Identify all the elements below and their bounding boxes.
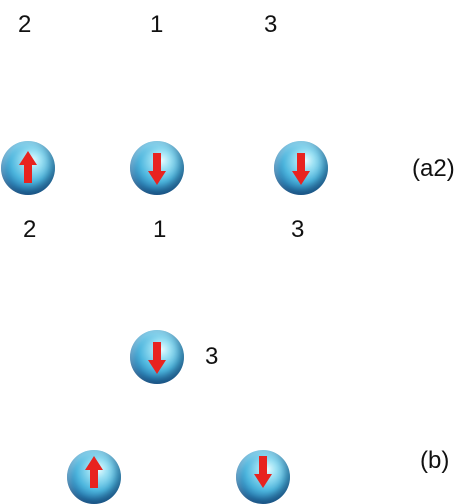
- panel-label-a2: (a2): [412, 155, 455, 182]
- site-label-2: 2: [23, 216, 37, 243]
- spin-sphere-b-right: [236, 450, 290, 504]
- site-label-2-top: 2: [18, 11, 32, 38]
- spin-sphere-1: [130, 141, 184, 195]
- panel-label-b: (b): [420, 447, 450, 474]
- site-label-1: 1: [153, 216, 167, 243]
- spin-sphere-3: [274, 141, 328, 195]
- spin-sphere-2: [1, 141, 55, 195]
- site-label-3-top: 3: [264, 11, 278, 38]
- spin-down-arrow-icon: [292, 153, 310, 185]
- site-label-3: 3: [291, 216, 305, 243]
- spin-up-arrow-icon: [85, 456, 103, 488]
- site-label-3-lower: 3: [205, 343, 219, 370]
- spin-down-arrow-icon: [254, 456, 272, 488]
- spin-down-arrow-icon: [148, 342, 166, 374]
- site-label-1-top: 1: [150, 11, 164, 38]
- spin-down-arrow-icon: [148, 153, 166, 185]
- spin-up-arrow-icon: [19, 151, 37, 183]
- spin-sphere-b-left: [67, 450, 121, 504]
- spin-sphere-3-lower: [130, 330, 184, 384]
